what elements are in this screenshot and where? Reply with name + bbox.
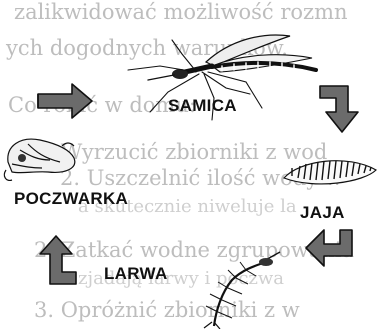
- stage-label-female: SAMICA: [168, 96, 237, 116]
- arrow-top-right-icon: [320, 86, 358, 132]
- stage-label-eggs: JAJA: [300, 203, 345, 223]
- arrow-top-left-icon: [38, 84, 92, 118]
- stage-label-larva: LARWA: [104, 264, 168, 284]
- larva-icon: [204, 252, 280, 329]
- pupa-icon: [4, 139, 74, 180]
- arrow-bottom-right-icon: [306, 230, 352, 266]
- eggs-icon: [284, 161, 376, 184]
- arrow-bottom-left-icon: [40, 236, 76, 284]
- stage-label-pupa: POCZWARKA: [14, 189, 128, 209]
